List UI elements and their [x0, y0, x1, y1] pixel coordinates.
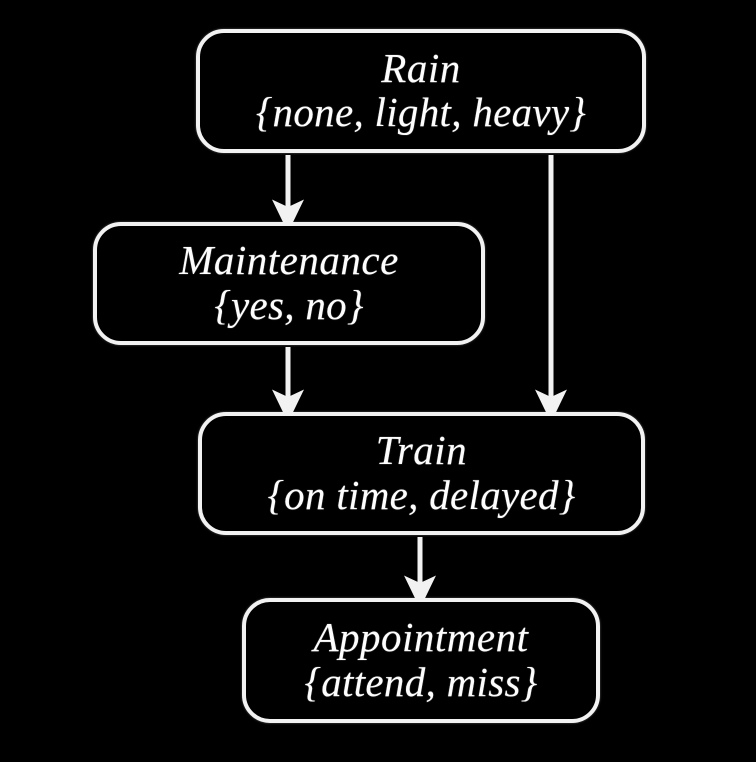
node-rain-name: Rain	[381, 44, 461, 91]
node-maintenance-values: {yes, no}	[214, 281, 364, 328]
node-appointment-name: Appointment	[313, 614, 529, 661]
node-train-values: {on time, delayed}	[267, 471, 576, 518]
node-train[interactable]: Train {on time, delayed}	[198, 412, 645, 535]
node-rain-values: {none, light, heavy}	[255, 89, 587, 136]
node-maintenance[interactable]: Maintenance {yes, no}	[93, 222, 485, 345]
node-appointment[interactable]: Appointment {attend, miss}	[242, 598, 600, 723]
node-rain[interactable]: Rain {none, light, heavy}	[196, 29, 646, 153]
node-appointment-values: {attend, miss}	[304, 658, 538, 705]
node-train-name: Train	[375, 427, 468, 474]
node-maintenance-name: Maintenance	[179, 237, 399, 284]
